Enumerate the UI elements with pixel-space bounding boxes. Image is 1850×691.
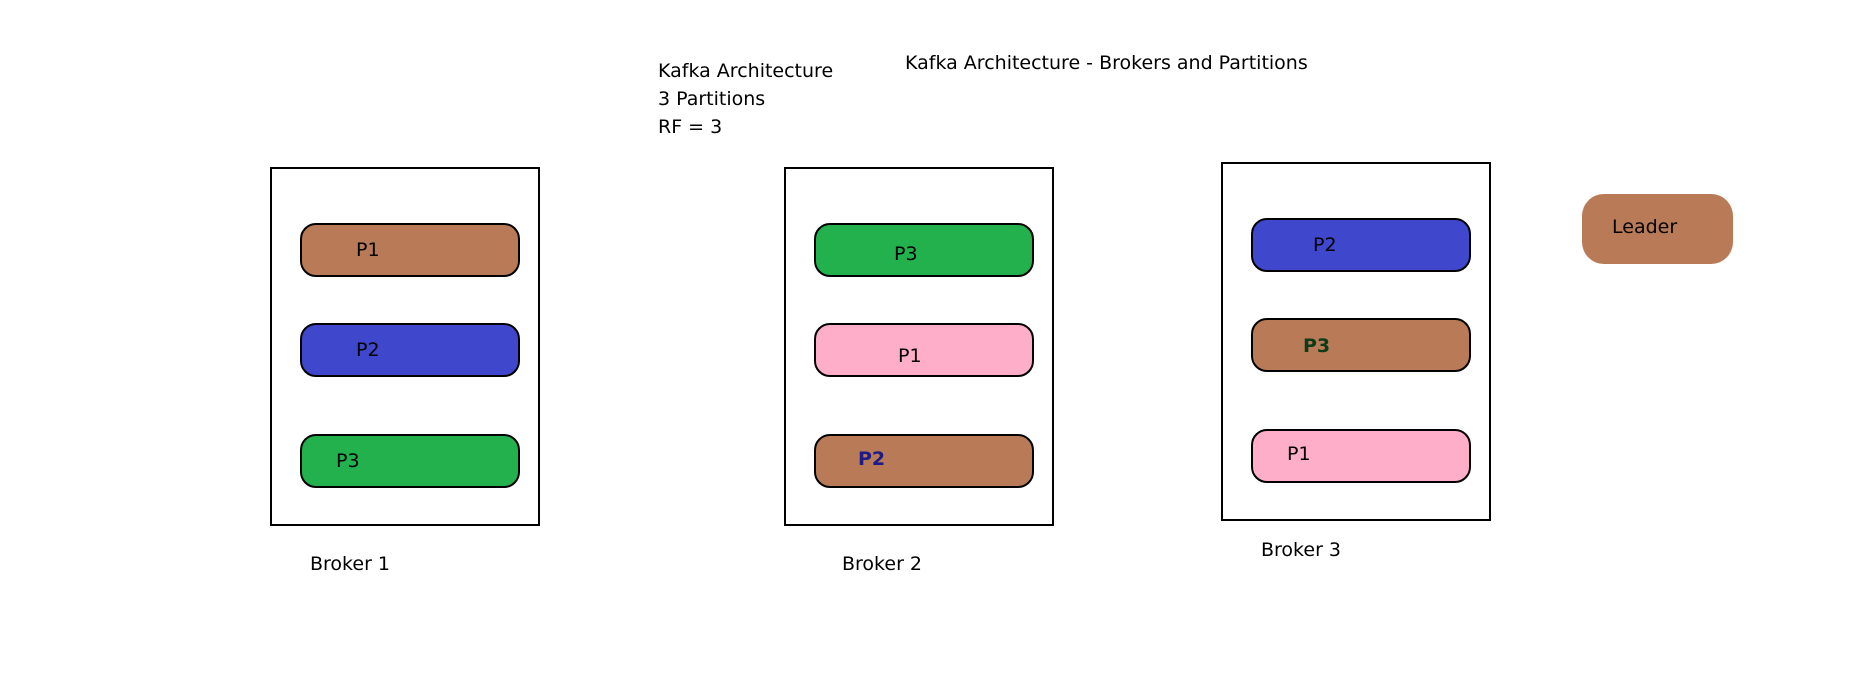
partition-label: P2 — [356, 339, 380, 361]
broker-2-partition-3: P2 — [814, 434, 1034, 488]
broker-3-partition-2: P3 — [1251, 318, 1471, 372]
partition-label: P1 — [898, 345, 922, 367]
broker-2-box: P3 P1 P2 — [784, 167, 1054, 526]
info-block: Kafka Architecture 3 Partitions RF = 3 — [658, 57, 833, 141]
partition-label: P2 — [1313, 234, 1337, 256]
broker-2-partition-1: P3 — [814, 223, 1034, 277]
broker-3-partition-3: P1 — [1251, 429, 1471, 483]
broker-3-box: P2 P3 P1 — [1221, 162, 1491, 521]
broker-3-partition-1: P2 — [1251, 218, 1471, 272]
info-line-3: RF = 3 — [658, 116, 723, 138]
partition-label: P1 — [356, 239, 380, 261]
partition-label: P2 — [858, 448, 886, 470]
broker-2-partition-2: P1 — [814, 323, 1034, 377]
partition-label: P3 — [894, 243, 918, 265]
diagram-title: Kafka Architecture - Brokers and Partiti… — [905, 52, 1308, 74]
info-line-1: Kafka Architecture — [658, 60, 834, 82]
broker-1-partition-1: P1 — [300, 223, 520, 277]
partition-label: P3 — [336, 450, 360, 472]
broker-2-label: Broker 2 — [842, 553, 923, 575]
broker-1-label: Broker 1 — [310, 553, 391, 575]
legend-leader-swatch: Leader — [1582, 194, 1733, 264]
broker-1-partition-2: P2 — [300, 323, 520, 377]
broker-1-box: P1 P2 P3 — [270, 167, 540, 526]
broker-3-label: Broker 3 — [1261, 539, 1342, 561]
legend-leader-label: Leader — [1612, 216, 1678, 238]
broker-1-partition-3: P3 — [300, 434, 520, 488]
info-line-2: 3 Partitions — [658, 88, 766, 110]
partition-label: P3 — [1303, 335, 1331, 357]
partition-label: P1 — [1287, 443, 1311, 465]
